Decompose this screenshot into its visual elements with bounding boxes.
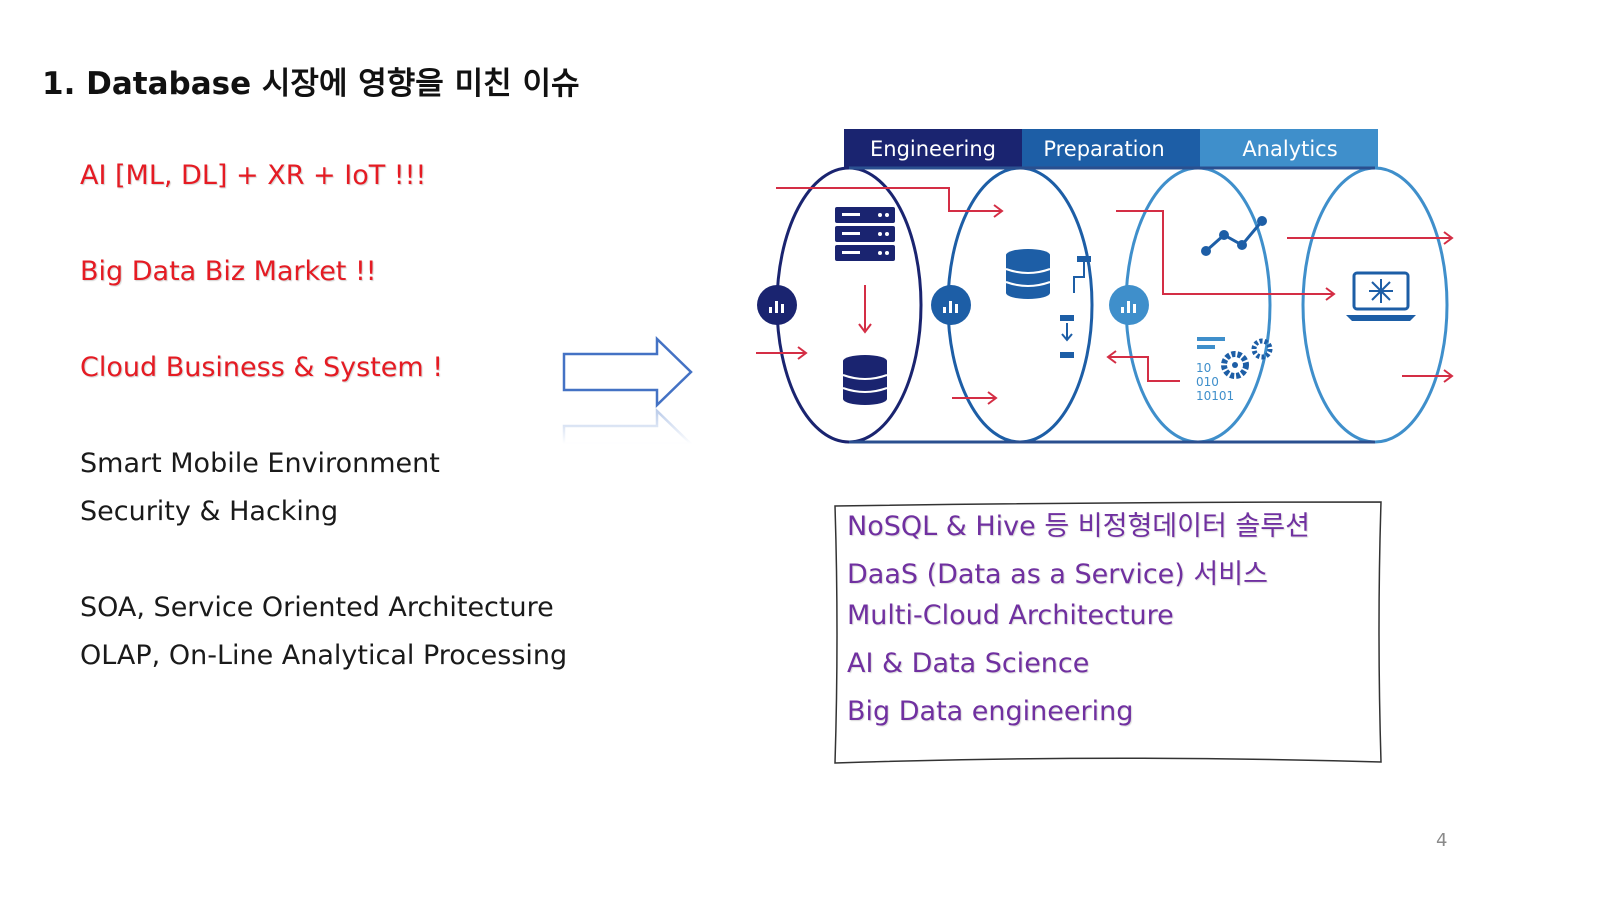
tab-analytics-label: Analytics bbox=[1242, 137, 1337, 161]
chart-badge-icon bbox=[931, 285, 971, 325]
right-arrow-icon bbox=[562, 336, 695, 446]
issue-olap: OLAP, On-Line Analytical Processing bbox=[80, 640, 568, 671]
solution-ai-data-science: AI & Data Science bbox=[847, 648, 1090, 679]
data-flow-arrows bbox=[756, 187, 1454, 405]
issue-ai: AI [ML, DL] + XR + IoT !!! bbox=[80, 160, 427, 191]
tab-engineering-label: Engineering bbox=[870, 137, 996, 161]
binary-line-2: 010 bbox=[1196, 375, 1219, 389]
binary-line-1: 10 bbox=[1196, 361, 1211, 375]
tab-engineering bbox=[844, 129, 1022, 167]
solution-multi-cloud: Multi-Cloud Architecture bbox=[847, 600, 1174, 631]
chart-badge-icon bbox=[1109, 285, 1149, 325]
solution-nosql: NoSQL & Hive 등 비정형데이터 솔루션 bbox=[847, 511, 1310, 542]
tab-preparation-label: Preparation bbox=[1043, 137, 1164, 161]
page-number: 4 bbox=[1436, 830, 1448, 851]
issue-smart-mobile: Smart Mobile Environment bbox=[80, 448, 440, 479]
database-icon bbox=[1005, 249, 1051, 299]
database-icon bbox=[842, 355, 888, 405]
laptop-icon bbox=[1346, 271, 1416, 321]
issue-soa: SOA, Service Oriented Architecture bbox=[80, 592, 554, 623]
issue-big-data: Big Data Biz Market !! bbox=[80, 256, 377, 287]
server-icon bbox=[835, 207, 895, 261]
issue-cloud: Cloud Business & System ! bbox=[80, 352, 444, 383]
data-pipeline-diagram: Engineering Preparation Analytics bbox=[756, 129, 1454, 444]
tab-preparation bbox=[1022, 129, 1200, 167]
solution-big-data-engineering: Big Data engineering bbox=[847, 696, 1134, 727]
pipeline-tabs: Engineering Preparation Analytics bbox=[844, 129, 1378, 167]
solutions-box bbox=[834, 501, 1382, 764]
slide-title: 1. Database 시장에 영향을 미친 이슈 bbox=[42, 66, 580, 102]
settings-gears-icon: 10 010 10101 bbox=[1196, 337, 1273, 403]
chart-badge-icon bbox=[757, 285, 797, 325]
transform-icon bbox=[1060, 256, 1091, 358]
tab-analytics bbox=[1200, 129, 1378, 167]
line-chart-icon bbox=[1201, 216, 1267, 256]
issue-security: Security & Hacking bbox=[80, 496, 339, 527]
solution-daas: DaaS (Data as a Service) 서비스 bbox=[847, 559, 1268, 590]
binary-line-3: 10101 bbox=[1196, 389, 1234, 403]
